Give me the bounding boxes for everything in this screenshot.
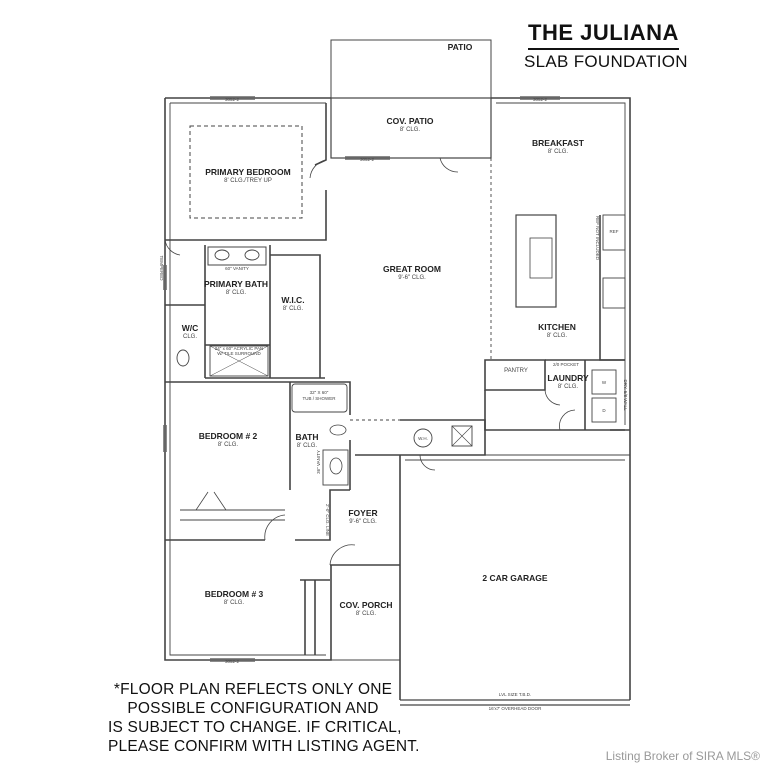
bedroom2-wall: [165, 381, 351, 541]
room-garage: 2 CAR GARAGE: [482, 573, 548, 583]
room-primary-bedroom: PRIMARY BEDROOM: [205, 167, 290, 177]
note-tub: 32" X 60": [310, 390, 329, 395]
room-patio: PATIO: [448, 42, 473, 52]
room-kitchen: KITCHEN: [538, 322, 576, 332]
shower-pan: [209, 345, 269, 377]
refrigerator: [602, 214, 626, 251]
room-primary-bath: PRIMARY BATH: [204, 279, 268, 289]
clg-primary-bedroom: 8' CLG./TREY UP: [224, 178, 272, 184]
note-linen: 2'-0" CLG. LINE: [325, 504, 330, 536]
room-wic: W.I.C.: [281, 295, 304, 305]
kitchen-counter: [599, 215, 625, 361]
vanity-counter: [207, 246, 267, 266]
sink-left: [214, 249, 230, 261]
note-overhead: 16'x7' OVERHEAD DOOR: [489, 706, 542, 711]
clg-great-room: 9'-6" CLG.: [398, 275, 426, 281]
note-tempered: TEMPERED: [159, 255, 164, 281]
room-bedroom2: BEDROOM # 2: [199, 431, 258, 441]
clg-kitchen: 8' CLG.: [547, 333, 567, 339]
note-shower2: W/ TILE SURROUND: [217, 351, 261, 356]
exterior-wall: [164, 97, 631, 700]
sink-right: [244, 249, 260, 261]
room-great-room: GREAT ROOM: [383, 264, 441, 274]
clg-breakfast: 8' CLG.: [548, 149, 568, 155]
room-bedroom3: BEDROOM # 3: [205, 589, 264, 599]
clg-cov-patio: 8' CLG.: [400, 127, 420, 133]
pantry-wall: [484, 359, 546, 391]
note-pocket: 2/0 POCKET: [553, 362, 579, 367]
mechanical-room: [400, 419, 486, 456]
note-ref: REF: [610, 229, 619, 234]
room-laundry: LAUNDRY: [547, 373, 589, 383]
disclaimer-line: IS SUBJECT TO CHANGE. IF CRITICAL,: [108, 719, 402, 736]
plan-subtitle: SLAB FOUNDATION: [524, 52, 688, 71]
note-fridge: REF NOT INCLUDED: [595, 216, 600, 261]
room-pantry: PANTRY: [504, 368, 528, 374]
garage-wall: [405, 454, 630, 461]
tub: [291, 383, 348, 413]
bath-vanity: [322, 449, 349, 486]
exterior-wall-inner: [169, 102, 626, 656]
cov-porch: [330, 564, 401, 661]
clg-foyer: 9'-6" CLG.: [349, 519, 377, 525]
note-dryer-wall: DRY. 5/8 WALL: [623, 380, 628, 411]
note-window-1: 3052-2: [225, 97, 240, 102]
water-heater: [413, 428, 433, 448]
note-tub2: TUB / SHOWER: [302, 396, 336, 401]
room-wc: W/C: [182, 323, 199, 333]
room-cov-porch: COV. PORCH: [339, 600, 392, 610]
windows: [163, 96, 560, 662]
great-room-divider: [350, 158, 492, 421]
disclaimer: *FLOOR PLAN REFLECTS ONLY ONE POSSIBLE C…: [108, 680, 420, 756]
note-wh: W.H.: [418, 436, 428, 441]
disclaimer-line: *FLOOR PLAN REFLECTS ONLY ONE: [113, 681, 393, 698]
plan-title: THE JULIANA: [528, 20, 679, 50]
disclaimer-line: POSSIBLE CONFIGURATION AND: [127, 700, 379, 717]
furnace: [451, 425, 473, 447]
room-breakfast: BREAKFAST: [532, 138, 585, 148]
clg-wic: 8' CLG.: [283, 306, 303, 312]
note-window-2: 3052-2: [533, 97, 548, 102]
cov-patio-outline: [330, 97, 492, 159]
note-window-3: 3052-2: [360, 157, 375, 162]
garage-door: [400, 699, 630, 706]
clg-bedroom2: 8' CLG.: [218, 442, 238, 448]
note-vanity36: 36" VANITY: [316, 450, 321, 474]
washer: [591, 369, 617, 395]
note-lvl: LVL SIZE T.B.D.: [499, 692, 531, 697]
kitchen-sink: [529, 237, 553, 279]
clg-cov-porch: 8' CLG.: [356, 611, 376, 617]
note-window-4: 3052-2: [225, 659, 240, 664]
clg-wc: CLG.: [183, 334, 197, 340]
clg-primary-bath: 8' CLG.: [226, 290, 246, 296]
kitchen-island: [515, 214, 557, 308]
closet-bedroom3: [300, 579, 330, 655]
trey-ceiling: [189, 125, 303, 219]
closet-bedroom2: [180, 509, 285, 521]
door-swing: [164, 157, 576, 566]
watermark: Listing Broker of SIRA MLS®: [605, 749, 760, 763]
note-shower: 24" x 60" ACRYLIC PAN: [215, 346, 264, 351]
room-foyer: FOYER: [348, 508, 377, 518]
note-dryer: D: [602, 408, 606, 413]
clg-bedroom3: 8' CLG.: [224, 600, 244, 606]
primary-bath-wall: [165, 245, 325, 379]
bath-sink: [329, 457, 343, 475]
disclaimer-line: PLEASE CONFIRM WITH LISTING AGENT.: [108, 738, 420, 755]
range: [602, 277, 626, 309]
toilet-bath: [329, 424, 347, 436]
room-cov-patio: COV. PATIO: [386, 116, 433, 126]
note-vanity60: 60" VANITY: [225, 266, 249, 271]
clg-laundry: 8' CLG.: [558, 384, 578, 390]
dryer: [591, 397, 617, 423]
clg-bath: 8' CLG.: [297, 443, 317, 449]
toilet-wc: [176, 349, 190, 367]
note-washer: W: [602, 380, 607, 385]
room-bath: BATH: [296, 432, 319, 442]
